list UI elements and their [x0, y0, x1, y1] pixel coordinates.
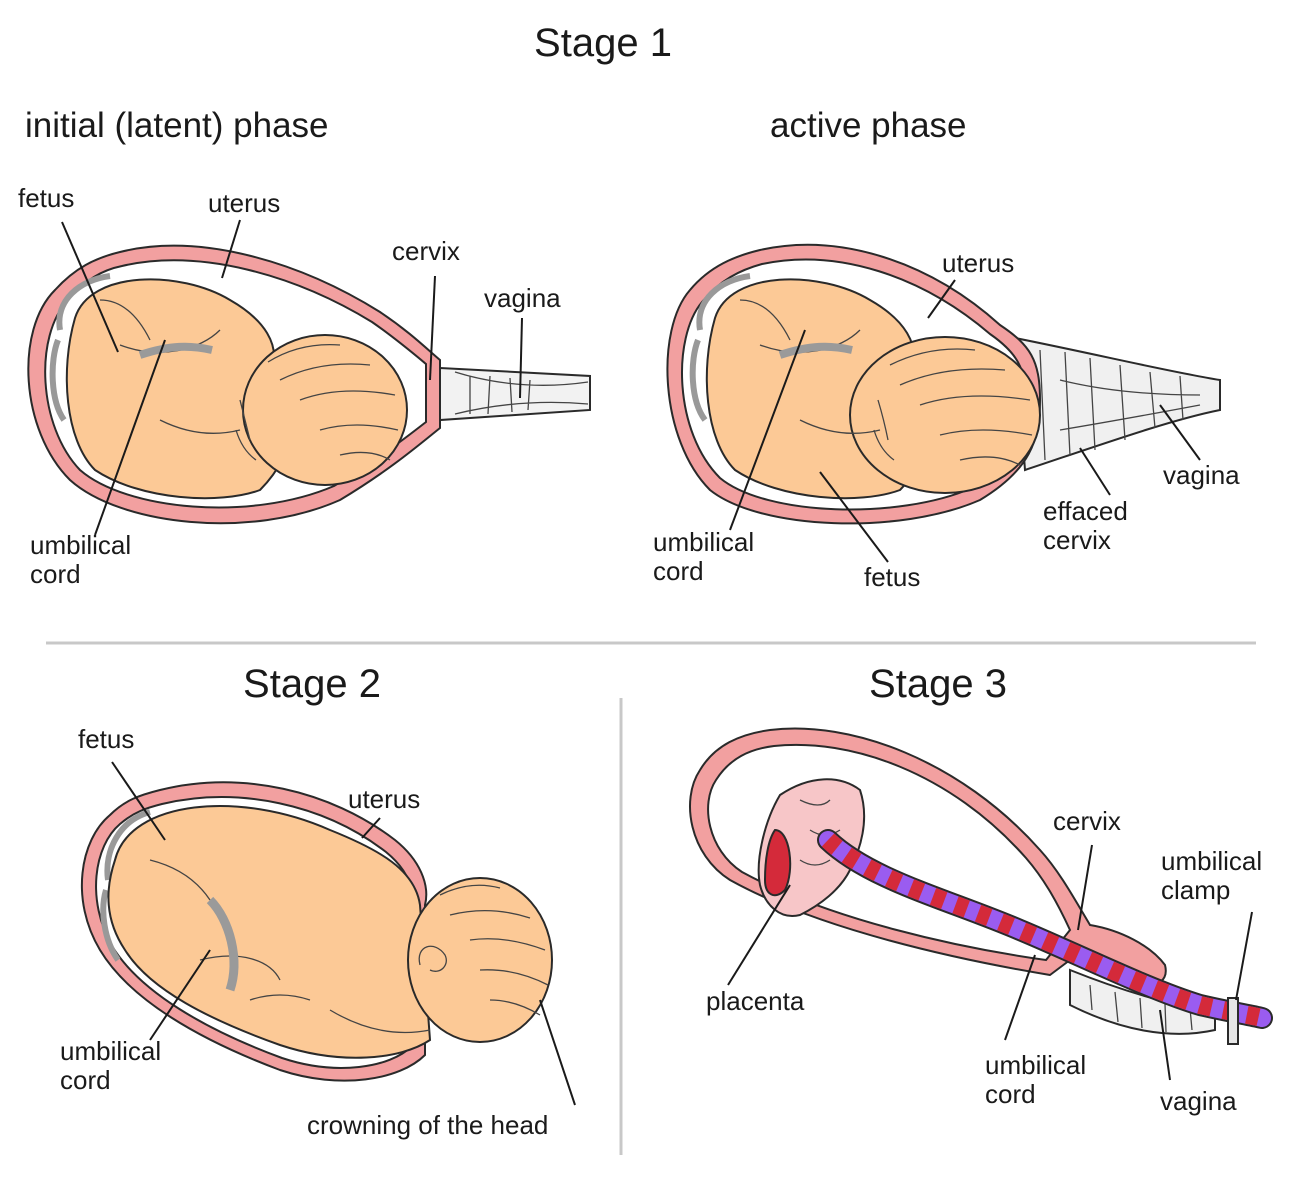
stage3-placenta-label: placenta — [706, 986, 805, 1016]
stage2-title: Stage 2 — [243, 662, 381, 706]
stage2-illustration: fetus uterus umbilical cord crowning of … — [60, 724, 576, 1140]
stage2-cord-label-2: cord — [60, 1065, 111, 1095]
latent-cord-label-2: cord — [30, 559, 81, 589]
active-vagina-label: vagina — [1163, 460, 1240, 490]
stage3-cord-label-1: umbilical — [985, 1050, 1086, 1080]
stage3-cervix-label: cervix — [1053, 806, 1121, 836]
stage2-crowning-label: crowning of the head — [307, 1110, 548, 1140]
latent-fetus-label: fetus — [18, 183, 74, 213]
latent-vagina-canal — [439, 366, 591, 422]
stage3-vagina-canal — [1069, 968, 1216, 1035]
stage1-title: Stage 1 — [534, 21, 672, 65]
active-effaced-label-1: effaced — [1043, 496, 1128, 526]
stage2-fetus — [107, 805, 553, 1059]
latent-umbilical-cord — [138, 342, 213, 359]
latent-phase-title: initial (latent) phase — [25, 106, 329, 145]
stage3-clamp-label-1: umbilical — [1161, 846, 1262, 876]
stage3-umbilical-clamp — [1227, 997, 1239, 1045]
stage3-vagina-label: vagina — [1160, 1086, 1237, 1116]
stage3-illustration: cervix umbilical clamp placenta umbilica… — [689, 727, 1273, 1116]
latent-cord-label-1: umbilical — [30, 530, 131, 560]
active-phase-title: active phase — [770, 106, 967, 145]
latent-cervix-label: cervix — [392, 236, 460, 266]
stage2-umbilical-cord — [206, 896, 239, 992]
active-uterus-label: uterus — [942, 248, 1014, 278]
active-cord-label-2: cord — [653, 556, 704, 586]
active-effaced-cervix — [1013, 336, 1221, 472]
stage3-cord-label-2: cord — [985, 1079, 1036, 1109]
latent-phase-illustration: fetus uterus cervix vagina umbilical cor… — [18, 183, 591, 589]
stage3-clamp-label-2: clamp — [1161, 875, 1230, 905]
active-cord-label-1: umbilical — [653, 527, 754, 557]
stage2-cord-label-1: umbilical — [60, 1036, 161, 1066]
active-fetus-label: fetus — [864, 562, 920, 592]
active-phase-illustration: uterus vagina effaced cervix umbilical c… — [653, 243, 1240, 592]
stage3-umbilical-cord — [817, 829, 1273, 1029]
stage2-fetus-label: fetus — [78, 724, 134, 754]
latent-uterus-label: uterus — [208, 188, 280, 218]
latent-fetus — [65, 278, 408, 500]
stage3-placenta — [757, 778, 866, 917]
stage2-uterus-label: uterus — [348, 784, 420, 814]
active-fetus — [705, 278, 1041, 500]
active-umbilical-cord — [778, 342, 853, 359]
latent-vagina-label: vagina — [484, 283, 561, 313]
stage3-title: Stage 3 — [869, 662, 1007, 706]
active-effaced-label-2: cervix — [1043, 525, 1111, 555]
